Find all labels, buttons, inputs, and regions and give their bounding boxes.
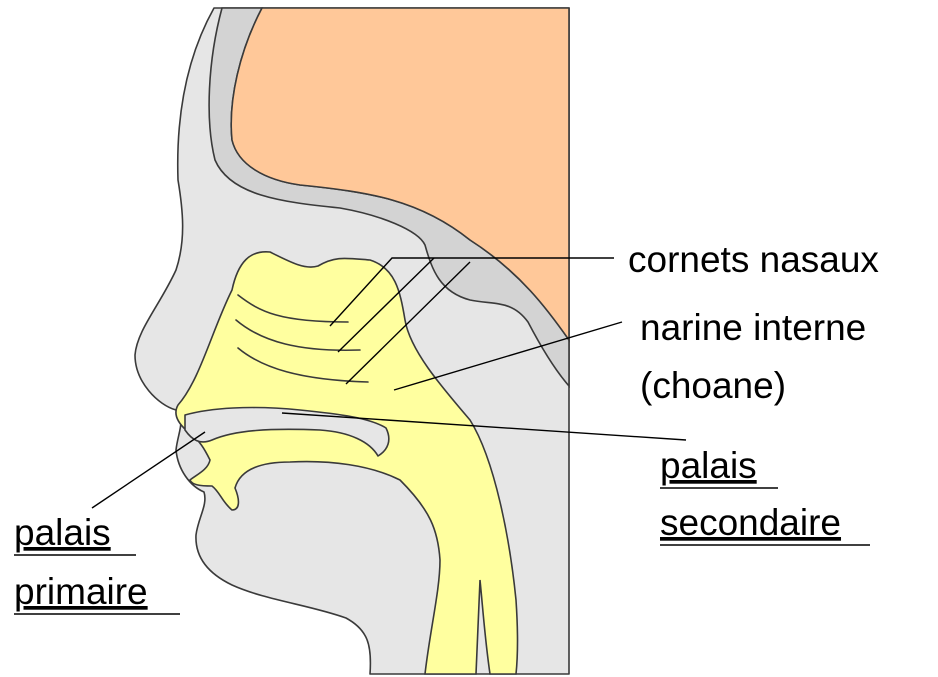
label-palais-secondaire-2: secondaire — [660, 502, 841, 543]
label-palais-primaire-2: primaire — [14, 571, 148, 612]
label-choane: (choane) — [640, 365, 786, 406]
label-cornets-nasaux: cornets nasaux — [628, 239, 879, 280]
label-palais-secondaire-1: palais — [660, 445, 757, 486]
label-narine-interne: narine interne — [640, 307, 866, 348]
label-palais-primaire-1: palais — [14, 512, 111, 553]
